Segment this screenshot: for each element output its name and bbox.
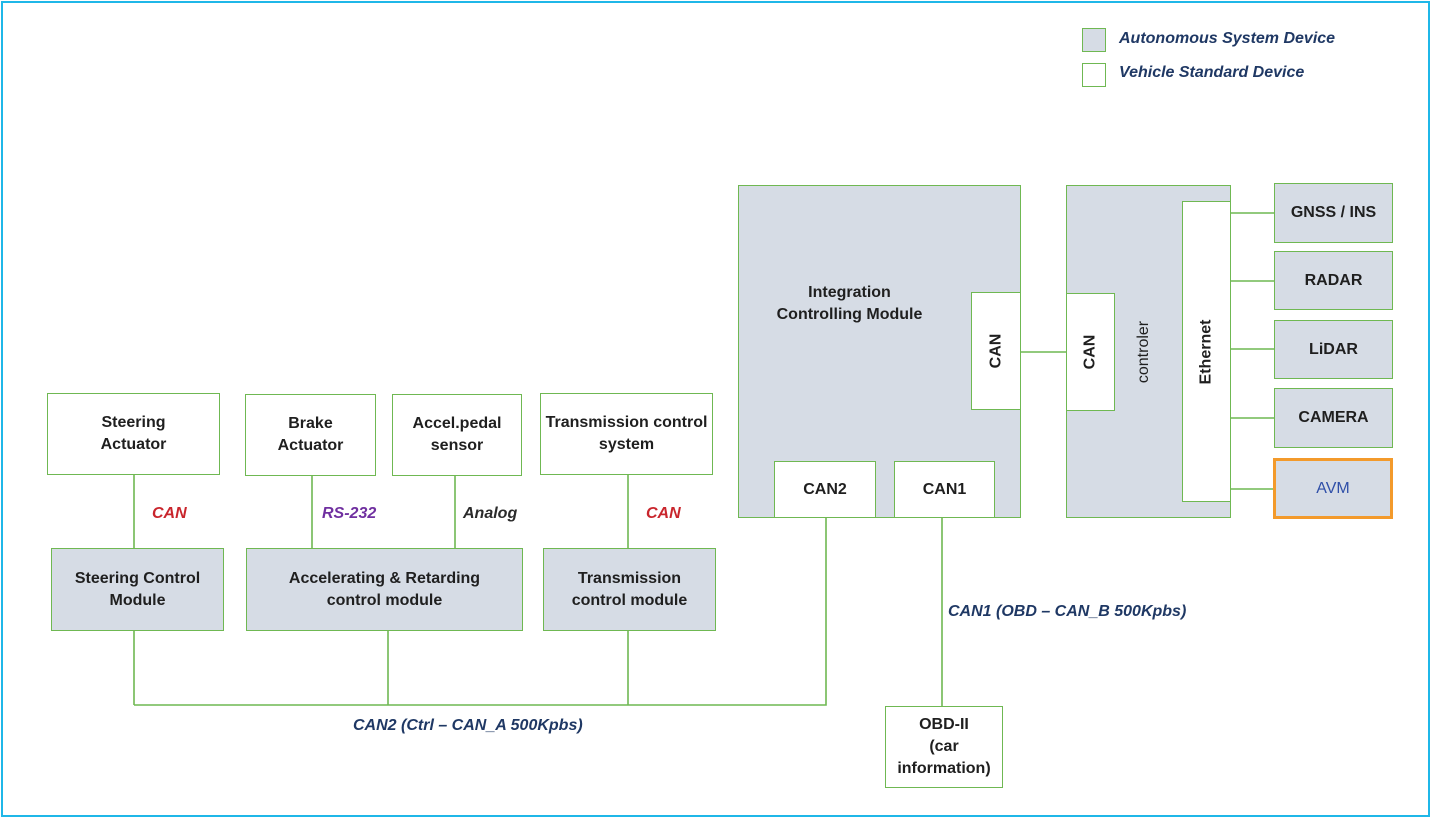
camera-box: CAMERA — [1274, 388, 1393, 448]
brake-link-label: RS-232 — [322, 505, 377, 522]
can2-bus-label: CAN2 (Ctrl – CAN_A 500Kpbs) — [353, 717, 583, 734]
transmission-control-module-box: Transmission control module — [543, 548, 716, 631]
accel-retard-module-box: Accelerating & Retarding control module — [246, 548, 523, 631]
accel-pedal-sensor-box: Accel.pedal sensor — [392, 394, 522, 476]
ethernet-bus-box: Ethernet — [1182, 201, 1231, 502]
controller-can-port: CAN — [1066, 293, 1115, 411]
transmission-control-system-box: Transmission control system — [540, 393, 713, 475]
brake-actuator-box: Brake Actuator — [245, 394, 376, 476]
legend-autonomous-swatch — [1082, 28, 1106, 52]
integration-can-port: CAN — [971, 292, 1021, 410]
obd-ii-box: OBD-II (car information) — [885, 706, 1003, 788]
transmission-link-label: CAN — [646, 505, 681, 522]
lidar-box: LiDAR — [1274, 320, 1393, 379]
controller-label: controler — [1135, 320, 1153, 383]
legend-standard-swatch — [1082, 63, 1106, 87]
avm-box: AVM — [1273, 458, 1393, 519]
radar-box: RADAR — [1274, 251, 1393, 310]
integration-can-port-label: CAN — [986, 333, 1004, 369]
wire-can2-bus — [134, 518, 827, 706]
integration-module-title: Integration Controlling Module — [776, 284, 923, 323]
integration-can2-port: CAN2 — [774, 461, 876, 518]
steering-control-module-box: Steering Control Module — [51, 548, 224, 631]
steering-actuator-box: Steering Actuator — [47, 393, 220, 475]
integration-can1-port: CAN1 — [894, 461, 995, 518]
legend-autonomous-label: Autonomous System Device — [1119, 30, 1336, 47]
steering-link-label: CAN — [152, 505, 187, 522]
accel-link-label: Analog — [463, 505, 518, 522]
gnss-ins-box: GNSS / INS — [1274, 183, 1393, 243]
controller-can-port-label: CAN — [1081, 334, 1099, 370]
legend-standard-label: Vehicle Standard Device — [1119, 64, 1305, 81]
ethernet-label: Ethernet — [1197, 319, 1215, 384]
can1-bus-label: CAN1 (OBD – CAN_B 500Kpbs) — [948, 603, 1187, 620]
